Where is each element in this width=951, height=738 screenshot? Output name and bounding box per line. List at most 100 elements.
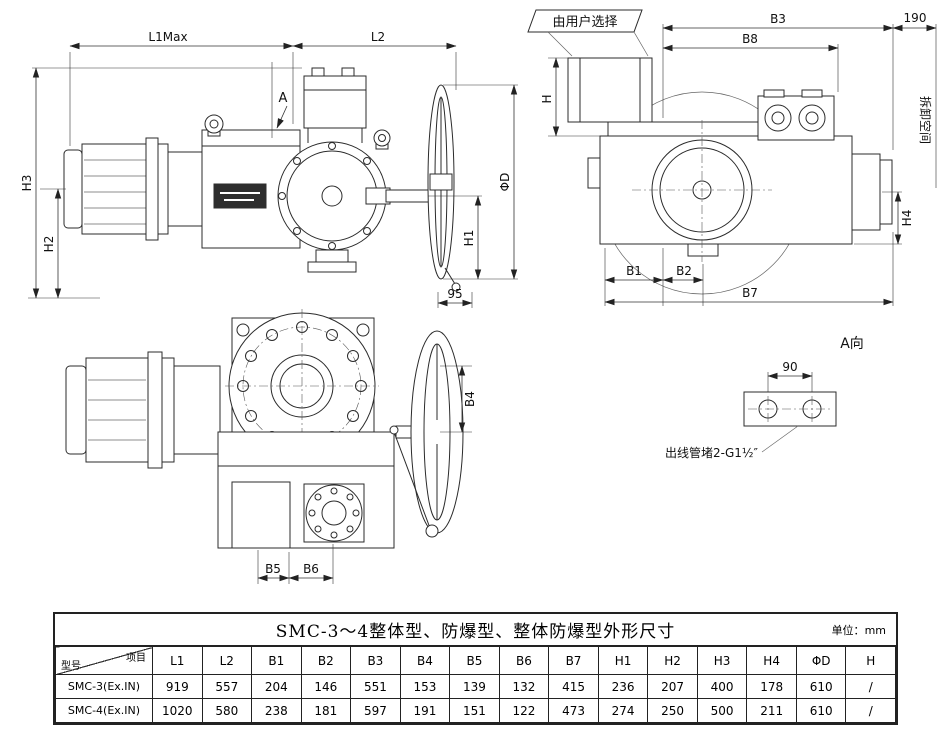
motor-rear xyxy=(851,153,893,231)
main-flange-side xyxy=(277,141,387,273)
dim-label-phi-d: ΦD xyxy=(498,173,512,192)
value-cell: 181 xyxy=(300,698,352,723)
user-supplied-column xyxy=(567,57,653,123)
side-view-dimensions: L1Max L2 A H3 H2 H1 ΦD 95 xyxy=(20,30,518,308)
value-cell: / xyxy=(845,674,896,699)
section-a-label: A xyxy=(279,91,288,106)
dim-label-b8: B8 xyxy=(742,32,758,46)
col-header-b6: B6 xyxy=(498,646,550,675)
value-cell: 610 xyxy=(795,674,847,699)
center-flange-rear xyxy=(632,120,772,262)
dim-label-95: 95 xyxy=(447,287,462,301)
dim-label-b2: B2 xyxy=(676,264,692,278)
table-title-row: SMC-3～4整体型、防爆型、整体防爆型外形尺寸 单位：mm xyxy=(55,614,896,646)
col-header-h2: H2 xyxy=(647,646,698,675)
removal-space-label: 拆卸空间 xyxy=(918,96,933,144)
value-cell: 1020 xyxy=(152,698,203,723)
value-cell: 207 xyxy=(647,674,698,699)
value-cell: 191 xyxy=(399,698,451,723)
col-header-b1: B1 xyxy=(251,646,302,675)
dim-label-h2: H2 xyxy=(42,236,56,253)
col-header-b7: B7 xyxy=(548,646,599,675)
col-header-b2: B2 xyxy=(300,646,352,675)
value-cell: 236 xyxy=(597,674,649,699)
unit-value: mm xyxy=(864,623,886,637)
dim-label-h4: H4 xyxy=(900,210,914,227)
dim-label-90: 90 xyxy=(782,360,797,374)
handwheel-side xyxy=(365,84,461,292)
gearbox-side xyxy=(201,114,301,249)
col-header-h: H xyxy=(845,646,896,675)
lifting-eye-icon xyxy=(373,129,391,147)
view-top: B4 B5 B6 xyxy=(65,309,477,584)
view-side: L1Max L2 A H3 H2 H1 ΦD 95 xyxy=(20,30,518,308)
top-view-dimensions: B4 B5 B6 xyxy=(257,365,477,584)
dim-label-b4: B4 xyxy=(463,391,477,407)
dim-label-h: H xyxy=(540,94,554,103)
indicator-box-rear xyxy=(757,89,835,141)
unit-note: 单位：mm xyxy=(832,622,886,638)
declutch-lever xyxy=(393,431,431,529)
lifting-eye-icon xyxy=(204,114,224,134)
view-a-detail: A向 90 出线管堵2-G1½″ xyxy=(665,336,864,460)
dim-label-b1: B1 xyxy=(626,264,642,278)
value-cell: / xyxy=(845,698,896,723)
value-cell: 211 xyxy=(746,698,797,723)
value-cell: 551 xyxy=(350,674,401,699)
handwheel-handle xyxy=(451,282,461,292)
outlet-plug-label: 出线管堵2-G1½″ xyxy=(665,445,759,460)
dim-label-l2: L2 xyxy=(371,30,385,44)
value-cell: 139 xyxy=(449,674,500,699)
technical-drawing: L1Max L2 A H3 H2 H1 ΦD 95 xyxy=(20,9,937,584)
value-cell: 597 xyxy=(350,698,401,723)
value-cell: 146 xyxy=(300,674,352,699)
terminal-box-side xyxy=(303,67,391,150)
rear-view-dimensions: B3 190 B8 H 拆卸空间 H4 B1 B2 B7 xyxy=(540,11,937,306)
value-cell: 250 xyxy=(647,698,698,723)
col-header-b3: B3 xyxy=(350,646,401,675)
corner-item-label: 项目 xyxy=(126,653,146,664)
value-cell: 238 xyxy=(251,698,302,723)
col-header-l1: L1 xyxy=(152,646,203,675)
dim-label-b5: B5 xyxy=(265,562,281,576)
dim-label-h1: H1 xyxy=(462,230,476,247)
value-cell: 204 xyxy=(251,674,302,699)
value-cell: 415 xyxy=(548,674,599,699)
value-cell: 580 xyxy=(201,698,253,723)
value-cell: 132 xyxy=(498,674,550,699)
table-row-smc4: SMC-4(Ex.IN) 1020 580 238 181 597 191 15… xyxy=(55,698,896,723)
handwheel-top xyxy=(389,330,464,538)
value-cell: 400 xyxy=(696,674,748,699)
main-flange-top xyxy=(225,309,379,463)
value-cell: 557 xyxy=(201,674,253,699)
value-cell: 473 xyxy=(548,698,599,723)
corner-model-label: 型号 xyxy=(61,661,81,672)
header-row: 项目 型号 L1 L2 B1 B2 B3 B4 B5 B6 B7 H1 H2 H… xyxy=(55,646,896,675)
col-header-h3: H3 xyxy=(696,646,748,675)
corner-cell: 项目 型号 xyxy=(55,646,153,675)
nameplate xyxy=(213,183,267,209)
motor-side xyxy=(63,137,203,241)
value-cell: 610 xyxy=(795,698,847,723)
col-header-b5: B5 xyxy=(449,646,500,675)
value-cell: 151 xyxy=(449,698,500,723)
value-cell: 122 xyxy=(498,698,550,723)
value-cell: 178 xyxy=(746,674,797,699)
model-cell: SMC-4(Ex.IN) xyxy=(55,698,153,723)
value-cell: 274 xyxy=(597,698,649,723)
dim-label-l1max: L1Max xyxy=(148,30,187,44)
value-cell: 919 xyxy=(152,674,203,699)
dim-label-b3: B3 xyxy=(770,12,786,26)
dimension-table: SMC-3～4整体型、防爆型、整体防爆型外形尺寸 单位：mm 项目 型号 L1 … xyxy=(53,612,898,725)
dimension-grid: 项目 型号 L1 L2 B1 B2 B3 B4 B5 B6 B7 H1 H2 H… xyxy=(55,646,896,723)
lower-housing-top xyxy=(217,431,395,549)
dim-label-h3: H3 xyxy=(20,175,34,192)
unit-label: 单位： xyxy=(831,623,865,637)
model-cell: SMC-3(Ex.IN) xyxy=(55,674,153,699)
motor-top xyxy=(65,351,221,469)
col-header-l2: L2 xyxy=(201,646,253,675)
col-header-h4: H4 xyxy=(746,646,797,675)
view-a-title: A向 xyxy=(840,336,864,352)
col-header-h1: H1 xyxy=(597,646,649,675)
